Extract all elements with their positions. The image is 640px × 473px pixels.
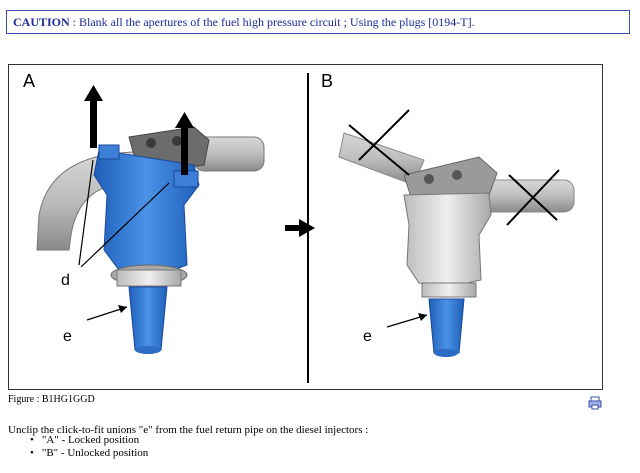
illustration-svg: A B bbox=[23, 71, 575, 383]
print-icon[interactable] bbox=[588, 396, 602, 410]
caution-text: : Blank all the apertures of the fuel hi… bbox=[69, 15, 475, 29]
caution-box: CAUTION : Blank all the apertures of the… bbox=[6, 10, 630, 34]
figure-illustration: A B bbox=[8, 64, 603, 390]
panel-b-drawing bbox=[338, 109, 575, 357]
caution-label: CAUTION bbox=[13, 15, 70, 29]
list-item: "A" - Locked position bbox=[30, 434, 148, 447]
instruction-text: Unclip the click-to-fit unions "e" from … bbox=[8, 424, 369, 436]
figure-caption: Figure : B1HG1GGD bbox=[8, 394, 95, 405]
panel-a-drawing bbox=[36, 85, 265, 354]
transition-arrow-head bbox=[299, 219, 315, 237]
list-item: "B" - Unlocked position bbox=[30, 447, 148, 460]
callout-e-left: e bbox=[63, 328, 72, 345]
panel-a-label: A bbox=[23, 71, 35, 91]
callout-d: d bbox=[61, 272, 70, 289]
callout-e-right: e bbox=[363, 328, 372, 345]
position-list: "A" - Locked position "B" - Unlocked pos… bbox=[30, 434, 148, 460]
transition-arrow-shaft bbox=[285, 225, 301, 231]
panel-b-label: B bbox=[321, 71, 333, 91]
